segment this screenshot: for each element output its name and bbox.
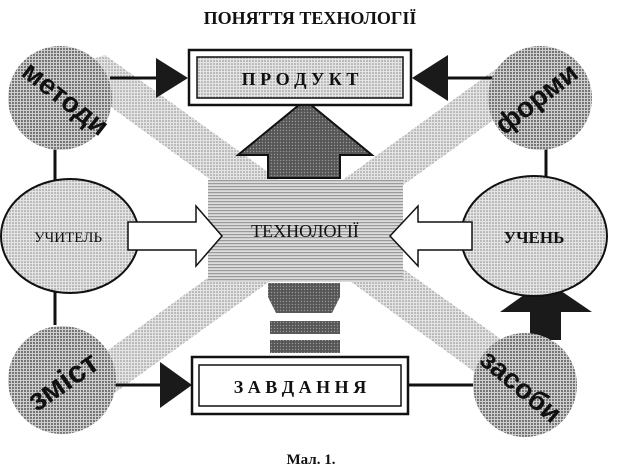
arrow-forms-product-head [412, 55, 448, 101]
diagram-title: ПОНЯТТЯ ТЕХНОЛОГІЇ [204, 8, 417, 28]
forms-circle: форми [488, 46, 592, 150]
arrow-teacher-to-technology [127, 203, 223, 269]
arrow-means-to-student [500, 280, 592, 340]
technology-box: ТЕХНОЛОГІЇ [208, 180, 403, 282]
student-label: УЧЕНЬ [504, 228, 565, 247]
product-box: П Р О Д У К Т [187, 48, 413, 107]
arrow-technology-to-product [235, 98, 375, 179]
technology-label: ТЕХНОЛОГІЇ [251, 221, 359, 241]
product-label: П Р О Д У К Т [242, 69, 359, 89]
figure-caption: Мал. 1. [287, 452, 336, 468]
arrow-methods-product-head [156, 58, 188, 98]
task-label: З А В Д А Н Н Я [234, 377, 366, 397]
arrow-task-to-technology [268, 283, 340, 353]
arrow-student-to-technology [388, 204, 473, 268]
task-arrows [115, 362, 480, 408]
means-circle: засоби [473, 333, 577, 437]
methods-circle: методи [8, 46, 115, 150]
student-ellipse: УЧЕНЬ [460, 175, 608, 297]
content-circle: зміст [8, 326, 116, 434]
arrow-content-task-head [160, 362, 192, 408]
teacher-ellipse: УЧИТЕЛЬ [0, 178, 140, 294]
product-arrows [110, 55, 500, 101]
teacher-label: УЧИТЕЛЬ [34, 230, 103, 246]
task-box: З А В Д А Н Н Я [190, 355, 410, 416]
